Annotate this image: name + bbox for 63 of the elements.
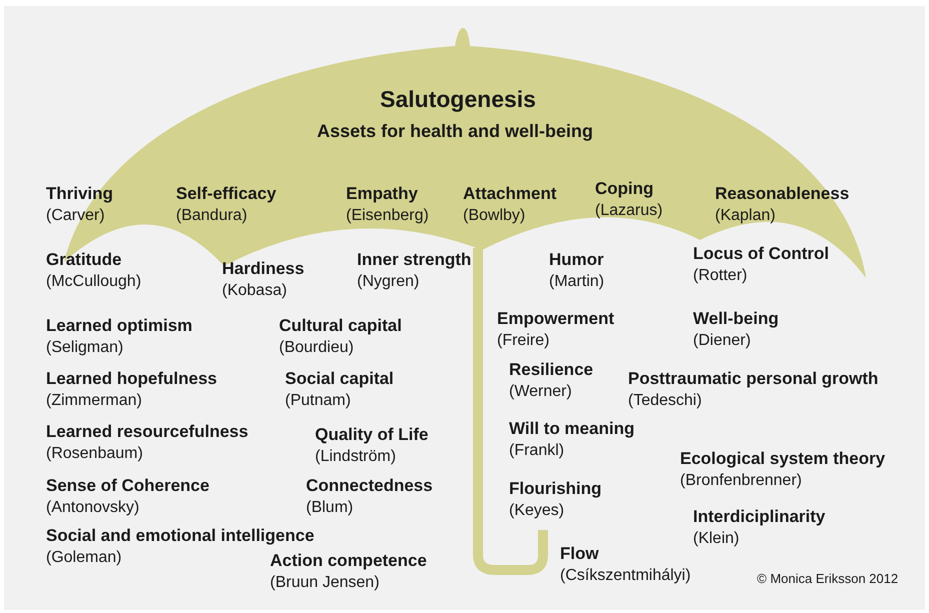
author-name: (Kaplan) xyxy=(715,207,776,225)
title: Salutogenesis xyxy=(379,87,537,112)
copyright-note: © Monica Eriksson 2012 xyxy=(757,572,898,586)
author-name: (McCullough) xyxy=(46,273,142,291)
concept-name: Cultural capital xyxy=(279,317,402,336)
concept-name: Humor xyxy=(549,251,604,270)
author-name: (Eisenberg) xyxy=(346,207,429,225)
author-name: (Werner) xyxy=(509,383,572,401)
concept-name: Empowerment xyxy=(497,310,614,329)
author-name: (Putnam) xyxy=(285,392,351,410)
author-name: (Antonovsky) xyxy=(46,499,140,517)
concept-name: Self-efficacy xyxy=(176,185,276,204)
author-name: (Martin) xyxy=(549,273,604,291)
author-name: (Rotter) xyxy=(693,267,748,285)
author-name: (Bruun Jensen) xyxy=(270,574,380,592)
author-name: (Keyes) xyxy=(509,502,564,520)
concept-name: Learned hopefulness xyxy=(46,370,217,389)
concept-name: Sense of Coherence xyxy=(46,477,210,496)
concept-name: Action competence xyxy=(270,552,427,571)
author-name: (Bandura) xyxy=(176,207,248,225)
author-name: (Kobasa) xyxy=(222,282,287,300)
concept-name: Social capital xyxy=(285,370,394,389)
author-name: (Seligman) xyxy=(46,339,124,357)
author-name: (Csíkszentmihályi) xyxy=(560,567,691,585)
concept-name: Will to meaning xyxy=(509,420,634,439)
concept-name: Coping xyxy=(595,180,654,199)
concept-name: Inner strength xyxy=(357,251,472,270)
concept-name: Locus of Control xyxy=(693,245,829,264)
concept-name: Gratitude xyxy=(46,251,122,270)
concept-name: Thriving xyxy=(46,185,114,204)
author-name: (Lazarus) xyxy=(595,202,663,220)
concept-name: Well-being xyxy=(693,310,779,329)
author-name: (Bronfenbrenner) xyxy=(680,472,802,490)
concept-name: Empathy xyxy=(346,185,418,204)
author-name: (Freire) xyxy=(497,332,550,350)
author-name: (Lindström) xyxy=(315,448,396,466)
concept-name: Social and emotional intelligence xyxy=(46,527,314,546)
author-name: (Goleman) xyxy=(46,549,122,567)
concept-name: Learned resourcefulness xyxy=(46,423,248,442)
concept-name: Resilience xyxy=(509,361,594,380)
author-name: (Rosenbaum) xyxy=(46,445,143,463)
concept-name: Posttraumatic personal growth xyxy=(628,370,878,389)
concept-name: Connectedness xyxy=(306,477,433,496)
concept-name: Interdiciplinarity xyxy=(693,508,826,527)
concept-name: Flow xyxy=(560,545,599,564)
author-name: (Bowlby) xyxy=(463,207,526,225)
author-name: (Blum) xyxy=(306,499,354,517)
author-name: (Diener) xyxy=(693,332,751,350)
concept-name: Learned optimism xyxy=(46,317,192,336)
concept-name: Hardiness xyxy=(222,260,304,279)
subtitle: Assets for health and well-being xyxy=(316,122,594,142)
concept-name: Ecological system theory xyxy=(680,450,886,469)
author-name: (Klein) xyxy=(693,530,740,548)
author-name: (Bourdieu) xyxy=(279,339,354,357)
concept-name: Attachment xyxy=(463,185,557,204)
concept-name: Quality of Life xyxy=(315,426,428,445)
author-name: (Frankl) xyxy=(509,442,564,460)
author-name: (Nygren) xyxy=(357,273,420,291)
author-name: (Carver) xyxy=(46,207,105,225)
concept-name: Reasonableness xyxy=(715,185,850,204)
author-name: (Zimmerman) xyxy=(46,392,142,410)
concept-name: Flourishing xyxy=(509,480,602,499)
author-name: (Tedeschi) xyxy=(628,392,702,410)
